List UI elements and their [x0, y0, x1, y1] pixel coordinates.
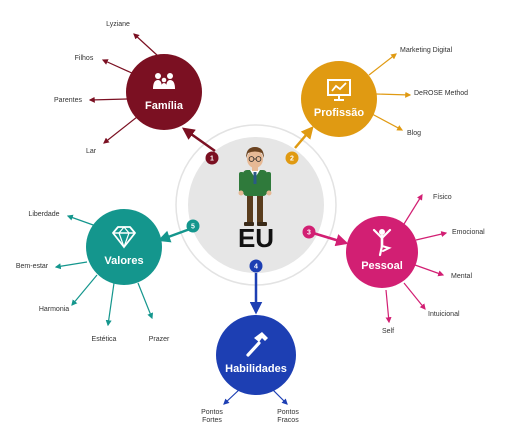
center-label: EU — [238, 223, 274, 253]
person-illustration-icon — [238, 147, 272, 226]
leaf-label-pessoal-3[interactable]: Intuicional — [428, 311, 460, 318]
leaf-label-valores-4[interactable]: Prazer — [149, 336, 170, 343]
badge-pessoal: 3 — [302, 225, 316, 239]
connector-profissao — [294, 126, 314, 149]
hub-profissao[interactable]: Profissão — [301, 61, 377, 137]
hub-label-habilidades: Habilidades — [225, 363, 287, 375]
leaf-connector-pessoal-0 — [403, 193, 423, 225]
badge-valores: 5 — [186, 219, 200, 233]
leaf-label-familia-2[interactable]: Parentes — [54, 97, 83, 104]
leaf-label-pessoal-0[interactable]: Físico — [433, 194, 452, 201]
leaf-connector-profissao-2 — [371, 113, 404, 131]
leaf-connector-familia-2 — [88, 96, 128, 103]
hub-pessoal[interactable]: Pessoal — [346, 216, 418, 288]
leaf-connector-valores-2 — [71, 274, 98, 306]
leaf-connector-profissao-0 — [368, 53, 397, 76]
badge-number-valores: 5 — [191, 224, 195, 231]
badge-familia: 1 — [205, 151, 219, 165]
hammer-icon — [246, 332, 268, 357]
leaf-label-pessoal-2[interactable]: Mental — [451, 273, 472, 280]
hub-label-valores: Valores — [104, 255, 143, 267]
connector-familia — [181, 127, 216, 153]
leaf-connector-profissao-1 — [375, 91, 412, 98]
leaf-connector-pessoal-2 — [414, 264, 445, 277]
leaf-label-valores-0[interactable]: Liberdade — [28, 211, 59, 218]
leaf-label-familia-0[interactable]: Lyziane — [106, 21, 130, 28]
leaf-connector-pessoal-4 — [385, 289, 392, 324]
leaf-connector-pessoal-1 — [415, 231, 448, 241]
hub-familia[interactable]: Família — [126, 54, 202, 130]
family-icon — [153, 73, 175, 89]
leaf-label-pessoal-1[interactable]: Emocional — [452, 229, 485, 236]
leaf-label-familia-1[interactable]: Filhos — [75, 55, 94, 62]
hub-habilidades[interactable]: Habilidades — [216, 315, 296, 395]
badge-profissao: 2 — [285, 151, 299, 165]
badge-habilidades: 4 — [249, 259, 263, 273]
center-disc — [188, 137, 324, 273]
badge-number-habilidades: 4 — [254, 264, 258, 271]
leaf-connector-familia-1 — [101, 59, 135, 75]
leaf-label-profissao-2[interactable]: Blog — [407, 130, 421, 137]
badge-number-familia: 1 — [210, 156, 214, 163]
leaf-label-pessoal-4[interactable]: Self — [382, 328, 394, 335]
hub-label-familia: Família — [145, 100, 184, 112]
leaf-label-valores-1[interactable]: Bem-estar — [16, 263, 49, 270]
hub-circle-habilidades — [216, 315, 296, 395]
hub-label-profissao: Profissão — [314, 107, 364, 119]
leaf-label-valores-3[interactable]: Estética — [92, 336, 117, 343]
hub-circle-familia — [126, 54, 202, 130]
connector-pessoal — [312, 231, 349, 247]
leaf-label-profissao-0[interactable]: Marketing Digital — [400, 47, 453, 54]
leaf-connector-familia-0 — [133, 33, 159, 57]
leaf-connector-valores-4 — [137, 282, 154, 320]
hub-circle-pessoal — [346, 216, 418, 288]
hub-valores[interactable]: Valores — [86, 209, 162, 285]
leaf-connector-pessoal-3 — [403, 282, 426, 310]
yoga-pose-icon — [372, 228, 392, 257]
leaf-label-valores-2[interactable]: Harmonia — [39, 306, 69, 313]
leaf-connector-familia-3 — [103, 116, 138, 144]
diamond-icon — [112, 226, 136, 249]
leaf-connector-valores-1 — [54, 261, 88, 270]
badge-number-profissao: 2 — [290, 156, 294, 163]
connections — [54, 33, 448, 405]
leaf-connector-valores-3 — [105, 282, 115, 327]
presentation-chart-icon — [327, 79, 351, 101]
connector-valores — [157, 227, 191, 243]
leaf-label-familia-3[interactable]: Lar — [86, 148, 97, 155]
leaf-connector-valores-0 — [66, 214, 97, 227]
hub-label-pessoal: Pessoal — [361, 260, 403, 272]
badge-number-pessoal: 3 — [307, 230, 311, 237]
leaf-label-profissao-1[interactable]: DeROSE Method — [414, 90, 468, 97]
